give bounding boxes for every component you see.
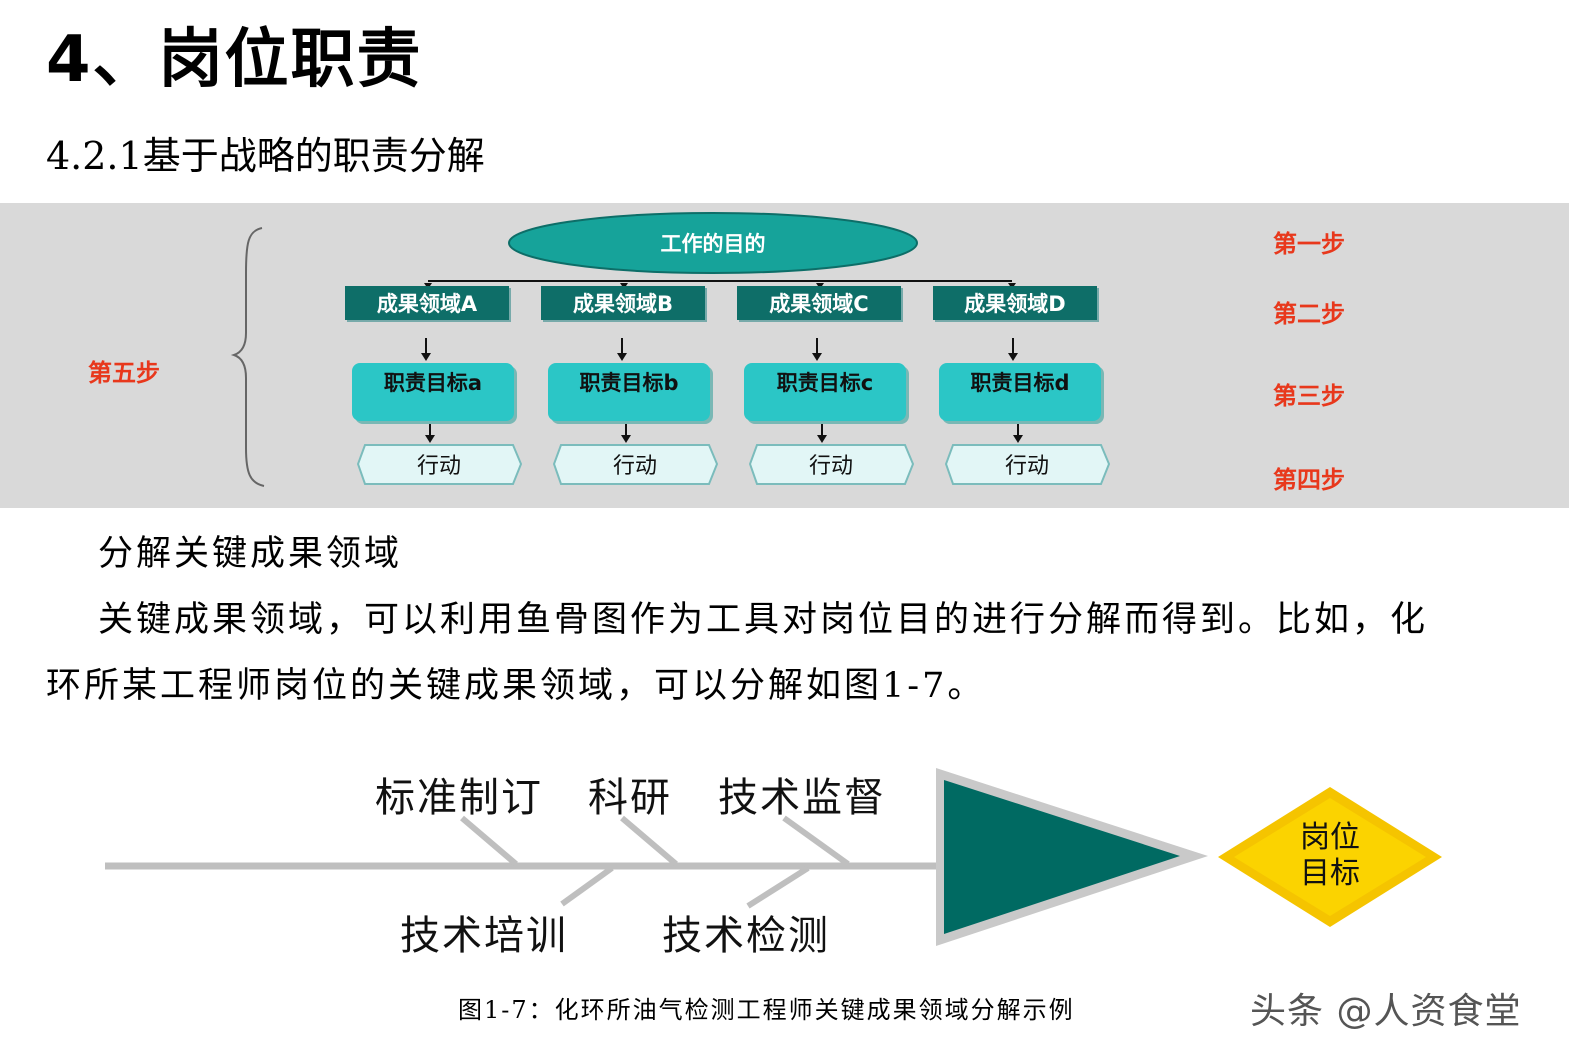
action-label: 行动: [1004, 454, 1049, 479]
kra-box-b: 成果领域B: [541, 286, 705, 320]
diagram-connectors: [230, 212, 1023, 487]
goal-box-b: 职责目标b: [548, 363, 710, 421]
fishbone-label-standards: 标准制订: [375, 775, 543, 821]
body-heading: 分解关键成果领域: [98, 534, 403, 574]
step-4-label: 第四步: [1273, 466, 1345, 494]
body-paragraph-line-1: 关键成果领域，可以利用鱼骨图作为工具对岗位目的进行分解而得到。比如，化: [98, 600, 1429, 640]
fishbone-label-research: 科研: [588, 775, 672, 821]
action-label: 行动: [808, 454, 853, 479]
goal-box-a: 职责目标a: [352, 363, 514, 421]
fishbone-label-supervision: 技术监督: [718, 775, 886, 821]
action-box-c: 行动: [749, 444, 915, 485]
step-1-label: 第一步: [1273, 230, 1345, 258]
watermark: 头条 @人资食堂: [1250, 991, 1522, 1032]
fishbone-label-testing: 技术检测: [662, 913, 830, 959]
kra-box-a: 成果领域A: [345, 286, 509, 320]
step-3-label: 第三步: [1273, 382, 1345, 410]
kra-box-c: 成果领域C: [737, 286, 901, 320]
kra-box-d: 成果领域D: [933, 286, 1097, 320]
action-label: 行动: [612, 454, 657, 479]
page-title: 4、岗位职责: [46, 23, 423, 97]
fishbone-diagram: [105, 768, 1442, 946]
action-box-d: 行动: [945, 444, 1111, 485]
root-node-work-purpose: 工作的目的: [660, 232, 766, 256]
target-diamond-label: 岗位 目标: [1270, 820, 1390, 892]
goal-box-d: 职责目标d: [939, 363, 1101, 421]
target-label-line-1: 岗位: [1300, 820, 1360, 855]
goal-box-c: 职责目标c: [744, 363, 906, 421]
section-subtitle: 4.2.1基于战略的职责分解: [46, 134, 485, 178]
action-label: 行动: [416, 454, 461, 479]
action-box-a: 行动: [357, 444, 523, 485]
fishbone-label-training: 技术培训: [400, 913, 568, 959]
step-5-label: 第五步: [88, 359, 160, 387]
body-paragraph-line-2: 环所某工程师岗位的关键成果领域，可以分解如图1-7。: [46, 666, 986, 706]
action-box-b: 行动: [553, 444, 719, 485]
step-2-label: 第二步: [1273, 300, 1345, 328]
target-label-line-2: 目标: [1300, 856, 1360, 891]
figure-caption: 图1-7：化环所油气检测工程师关键成果领域分解示例: [458, 996, 1075, 1024]
